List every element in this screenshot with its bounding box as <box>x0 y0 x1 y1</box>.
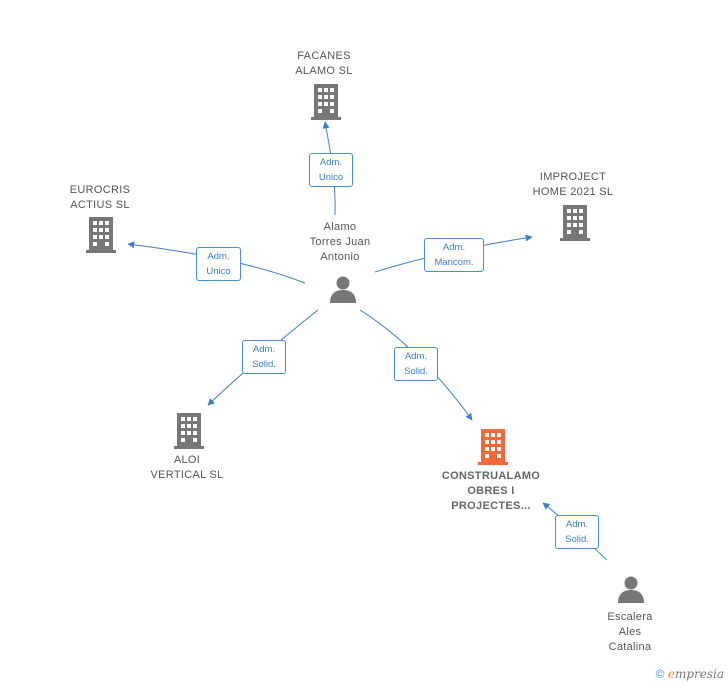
role-badge-eurocris[interactable]: Adm. Unico <box>196 247 241 281</box>
person-icon <box>618 576 644 603</box>
brand-e: e <box>667 667 675 681</box>
person-label-alamo: Alamo Torres Juan Antonio <box>309 221 371 263</box>
role-badge-improject[interactable]: Adm. Mancom. <box>424 238 484 272</box>
role-badge-aloi[interactable]: Adm. Solid. <box>242 340 286 374</box>
person-label-escalera: Escalera Ales Catalina <box>607 611 653 653</box>
copyright-symbol: © <box>655 667 665 681</box>
company-label-aloi: ALOI VERTICAL SL <box>150 454 224 481</box>
brand-name: mpresia <box>674 667 724 681</box>
company-label-improject: IMPROJECT HOME 2021 SL <box>532 171 614 198</box>
building-icon-highlighted <box>478 429 508 465</box>
building-icon <box>86 217 116 253</box>
company-label-eurocris: EUROCRIS ACTIUS SL <box>69 184 131 211</box>
building-icon <box>311 84 341 120</box>
company-label-facanes: FACANES ALAMO SL <box>295 50 353 77</box>
building-icon <box>560 205 590 241</box>
role-badge-escalera[interactable]: Adm. Solid. <box>555 515 599 549</box>
role-badge-facanes[interactable]: Adm. Unico <box>309 153 353 187</box>
empresia-watermark: © empresia <box>656 667 724 681</box>
company-label-construalamo: CONSTRUALAMO OBRES I PROJECTES... <box>441 470 541 512</box>
building-icon <box>174 413 204 449</box>
person-icon <box>330 276 356 303</box>
role-badge-construalamo[interactable]: Adm. Solid. <box>394 347 438 381</box>
